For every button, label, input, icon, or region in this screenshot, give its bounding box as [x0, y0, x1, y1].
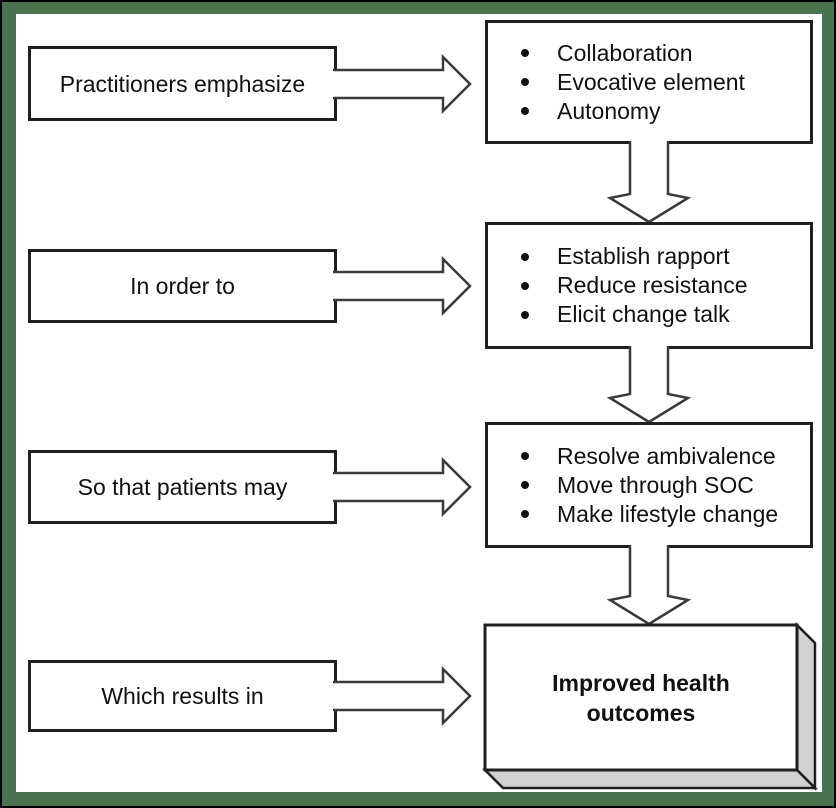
bullet-icon — [521, 481, 529, 489]
list-item: Resolve ambivalence — [488, 442, 810, 471]
bullet-icon — [521, 49, 529, 57]
label-text: In order to — [130, 273, 235, 299]
label-box-which-results-in: Which results in — [28, 660, 337, 732]
list-item: Reduce resistance — [488, 271, 810, 300]
bullet-icon — [521, 281, 529, 290]
label-text: So that patients may — [77, 474, 288, 500]
label-text: Practitioners emphasize — [59, 70, 306, 97]
label-box-practitioners-emphasize: Practitioners emphasize — [28, 46, 337, 121]
bullet-text: Elicit change talk — [557, 301, 730, 327]
bullet-icon — [521, 252, 529, 261]
list-item: Move through SOC — [488, 471, 810, 500]
bullet-text: Resolve ambivalence — [557, 442, 776, 469]
list-item: Elicit change talk — [488, 300, 810, 329]
bullet-text: Establish rapport — [557, 243, 730, 269]
arrow-right-icon — [333, 457, 472, 517]
bullet-icon — [521, 510, 529, 518]
result-label: Improved health outcomes — [485, 625, 797, 770]
list-item: Make lifestyle change — [488, 500, 810, 529]
result-line-1: Improved health — [552, 669, 730, 696]
bullet-box-patient-outcomes: Resolve ambivalence Move through SOC Mak… — [485, 422, 813, 548]
arrow-right-icon — [333, 54, 472, 114]
arrow-down-icon — [607, 545, 691, 626]
arrow-down-icon — [607, 141, 691, 224]
list-item: Establish rapport — [488, 242, 810, 271]
list-item: Autonomy — [488, 97, 810, 126]
list-item: Collaboration — [488, 39, 810, 68]
bullet-icon — [521, 452, 529, 460]
bullet-box-goals: Establish rapport Reduce resistance Elic… — [485, 222, 813, 349]
label-box-so-that-patients-may: So that patients may — [28, 450, 337, 524]
arrow-right-icon — [333, 666, 472, 726]
arrow-right-icon — [333, 256, 472, 316]
bullet-icon — [521, 310, 529, 319]
list-item: Evocative element — [488, 68, 810, 97]
bullet-text: Evocative element — [557, 68, 745, 95]
result-box-3d — [481, 621, 819, 792]
arrow-down-icon — [607, 346, 691, 424]
bullet-box-mi-spirit: Collaboration Evocative element Autonomy — [485, 20, 813, 144]
label-text: Which results in — [101, 683, 264, 709]
bullet-text: Collaboration — [557, 39, 693, 66]
bullet-text: Autonomy — [557, 97, 661, 124]
bullet-icon — [521, 107, 529, 115]
result-line-2: outcomes — [586, 699, 696, 726]
bullet-text: Make lifestyle change — [557, 500, 779, 527]
bullet-icon — [521, 78, 529, 86]
label-box-in-order-to: In order to — [28, 249, 337, 323]
bullet-text: Reduce resistance — [557, 272, 748, 298]
bullet-text: Move through SOC — [557, 471, 754, 498]
